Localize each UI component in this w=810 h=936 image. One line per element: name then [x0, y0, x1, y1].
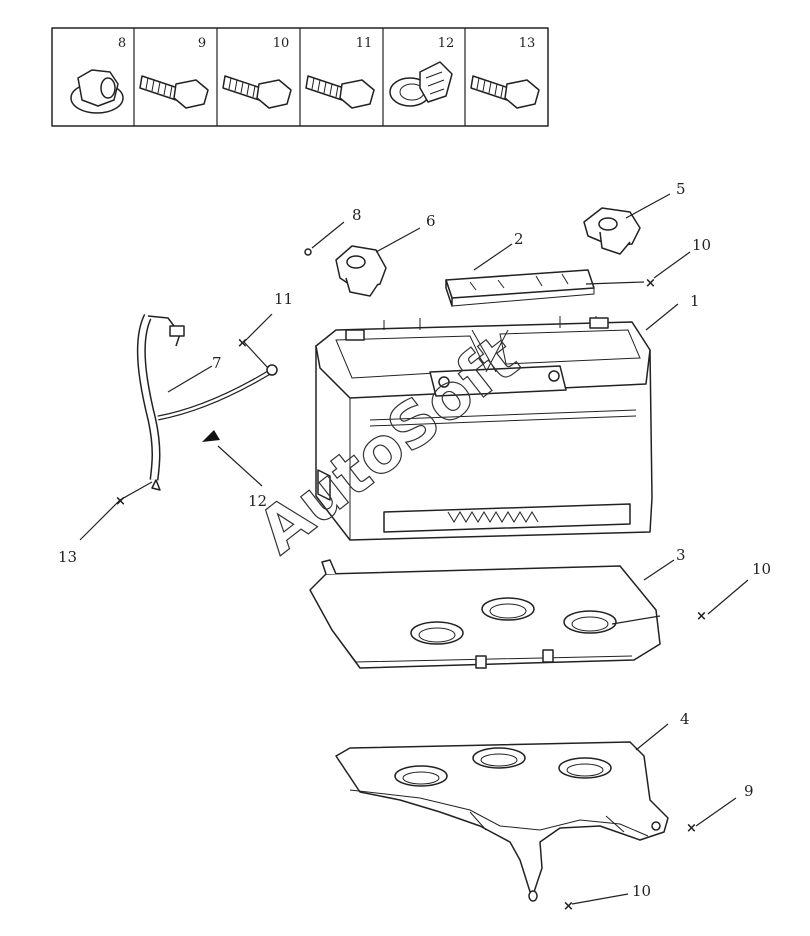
callout-12: 12 — [248, 492, 267, 510]
svg-text:×: × — [563, 899, 574, 914]
callout-4: 4 — [680, 710, 690, 728]
callout-7: 7 — [212, 354, 222, 372]
cable-clip-marker — [202, 430, 220, 442]
bolt-icon — [470, 75, 540, 109]
battery — [315, 316, 653, 541]
tray-bracket — [335, 741, 669, 902]
hold-down-bar — [445, 269, 595, 307]
bolt-icon — [139, 75, 209, 109]
panel-number-13: 13 — [519, 36, 536, 51]
callout-1: 1 — [690, 292, 700, 310]
panel-number-11: 11 — [356, 36, 373, 51]
callout-8: 8 — [352, 206, 362, 224]
callout-10-top: 10 — [692, 236, 711, 254]
bolt-icon — [222, 75, 292, 109]
small-nut — [304, 248, 312, 256]
panel-number-8: 8 — [118, 36, 126, 51]
callout-3: 3 — [676, 546, 686, 564]
flange-nut-icon — [70, 69, 124, 114]
callout-10-tray: 10 — [752, 560, 771, 578]
callout-2: 2 — [514, 230, 524, 248]
callout-10-bottom: 10 — [632, 882, 651, 900]
battery-tray — [309, 559, 661, 669]
panel-number-9: 9 — [198, 36, 206, 51]
bolt-icon — [305, 75, 375, 109]
terminal-negative — [335, 245, 387, 297]
svg-text:×: × — [115, 494, 126, 509]
panel-number-10: 10 — [273, 36, 290, 51]
ground-cable — [136, 313, 278, 491]
callout-9: 9 — [744, 782, 754, 800]
x-markers: × × × × × × — [115, 276, 707, 914]
panel-number-12: 12 — [438, 36, 455, 51]
cable-clip-icon — [389, 61, 453, 107]
leader-lines — [79, 193, 749, 905]
svg-text:×: × — [645, 276, 656, 291]
callout-11: 11 — [274, 290, 293, 308]
svg-text:×: × — [237, 336, 248, 351]
callout-6: 6 — [426, 212, 436, 230]
callout-5: 5 — [676, 180, 686, 198]
svg-text:×: × — [686, 821, 697, 836]
callout-13: 13 — [58, 548, 77, 566]
svg-text:×: × — [696, 609, 707, 624]
fastener-panel: 8 9 10 11 12 13 — [51, 27, 549, 127]
